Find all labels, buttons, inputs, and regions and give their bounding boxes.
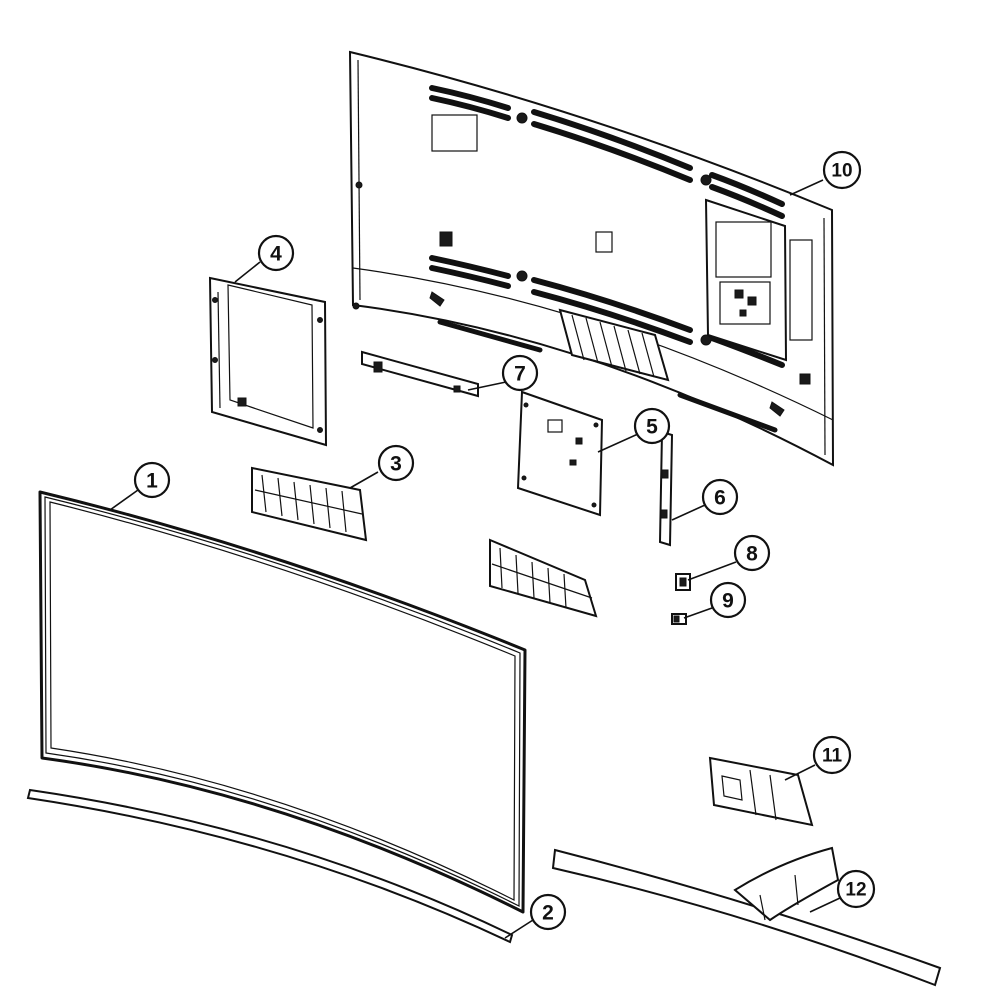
callout-3: 3 <box>377 444 415 482</box>
callout-8: 8 <box>733 534 771 572</box>
part-display-panel <box>38 490 527 914</box>
part-stand-neck <box>708 756 814 827</box>
callout-8-label: 8 <box>746 543 758 566</box>
part-ir-board <box>361 350 479 398</box>
part-main-board <box>516 390 604 517</box>
callout-12-label: 12 <box>845 880 866 901</box>
part-small-bracket <box>675 573 691 591</box>
leader-lines <box>109 179 841 939</box>
part-speaker-right <box>489 538 598 618</box>
part-function-board <box>658 430 674 547</box>
callout-10: 10 <box>822 150 862 190</box>
callout-6: 6 <box>701 478 739 516</box>
callout-3-label: 3 <box>390 453 402 476</box>
callout-11: 11 <box>812 735 852 775</box>
callout-6-label: 6 <box>714 487 726 510</box>
part-stand-base <box>551 846 942 987</box>
callout-12: 12 <box>836 869 876 909</box>
callout-1-label: 1 <box>146 470 158 493</box>
callout-1: 1 <box>133 461 171 499</box>
part-speaker-left <box>251 466 368 542</box>
callout-11-label: 11 <box>822 746 843 767</box>
callout-5-label: 5 <box>646 416 658 439</box>
callout-5: 5 <box>633 407 671 445</box>
callout-2-label: 2 <box>542 902 554 925</box>
callout-7: 7 <box>501 354 539 392</box>
callout-9: 9 <box>709 581 747 619</box>
callout-4: 4 <box>257 234 295 272</box>
callout-2: 2 <box>529 893 567 931</box>
callout-4-label: 4 <box>270 243 282 266</box>
part-bottom-bezel <box>26 788 514 944</box>
callout-7-label: 7 <box>514 363 526 386</box>
part-small-clip <box>671 613 687 625</box>
part-rear-cover <box>348 50 835 467</box>
part-power-board <box>208 276 328 447</box>
callout-10-label: 10 <box>831 161 852 182</box>
callout-9-label: 9 <box>722 590 734 613</box>
